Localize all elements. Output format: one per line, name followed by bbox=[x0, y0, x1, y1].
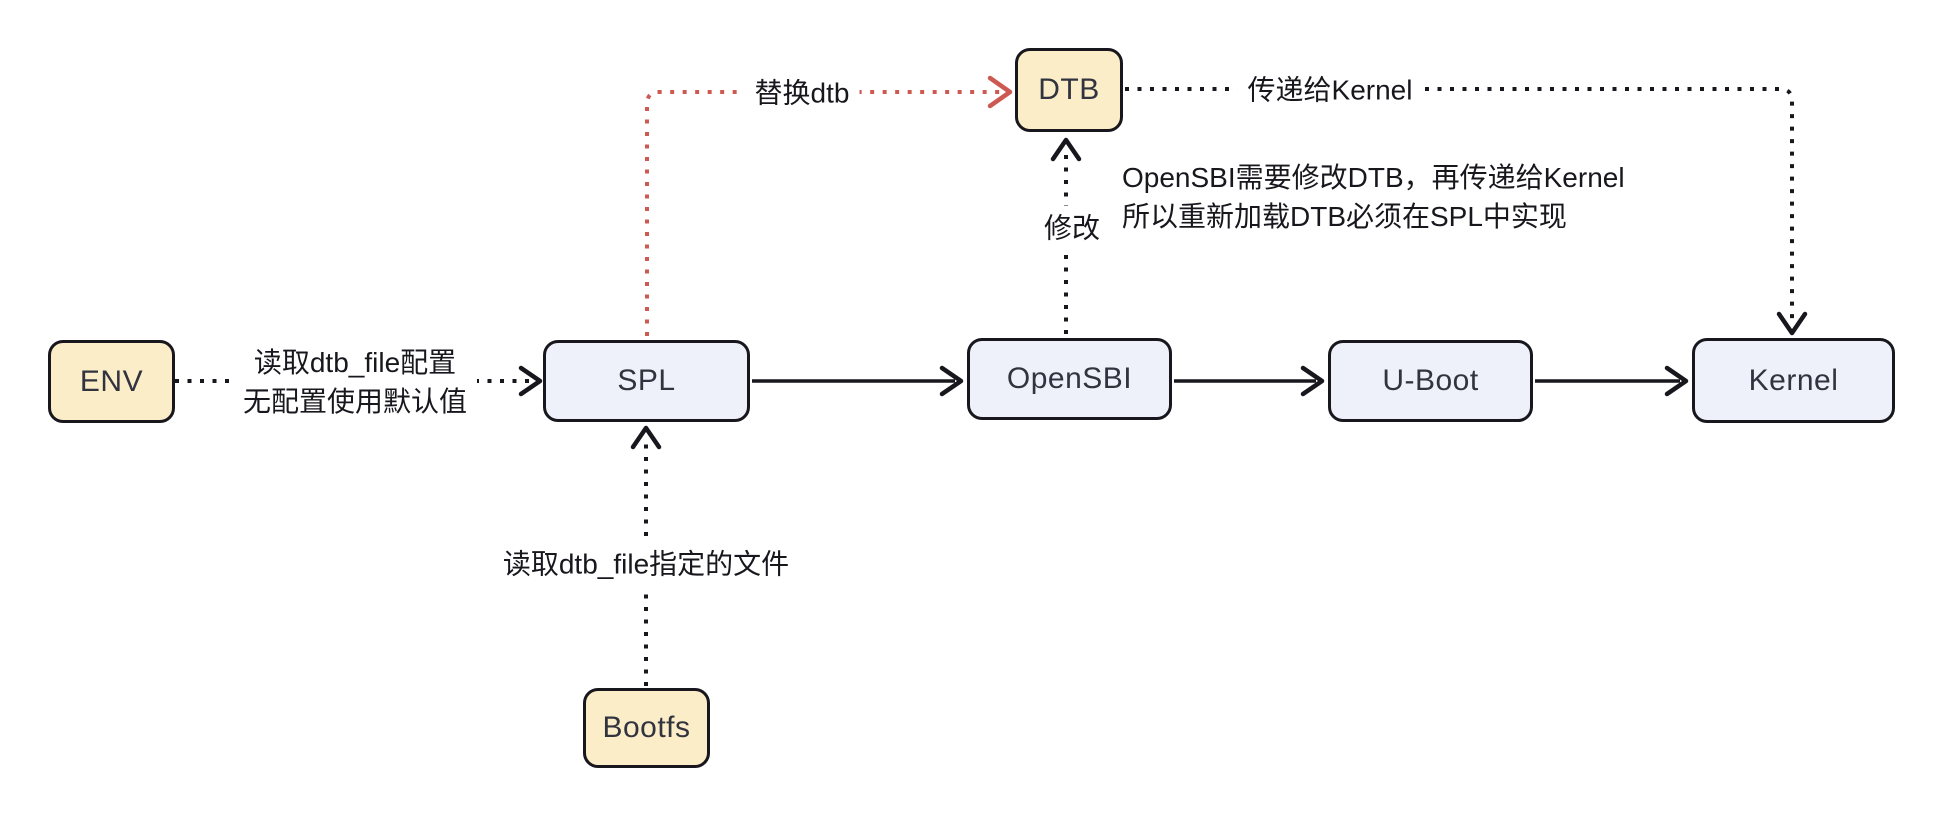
arrow-opensbi-to-dtb bbox=[1050, 137, 1082, 334]
node-opensbi: OpenSBI bbox=[967, 338, 1172, 420]
node-bootfs: Bootfs bbox=[583, 688, 710, 768]
edge-label-replace-dtb: 替换dtb bbox=[744, 70, 860, 116]
arrow-dtb-to-kernel bbox=[1125, 87, 1808, 336]
edge-label-read-dtb-file: 读取dtb_file指定的文件 bbox=[492, 541, 800, 587]
node-uboot: U-Boot bbox=[1328, 340, 1533, 422]
arrow-opensbi-to-uboot bbox=[1174, 365, 1325, 397]
node-spl: SPL bbox=[543, 340, 750, 422]
edge-label-env-spl-line2: 无配置使用默认值 bbox=[242, 386, 468, 417]
edge-label-pass-to-kernel: 传递给Kernel bbox=[1237, 67, 1423, 113]
annotation-line2: 所以重新加载DTB必须在SPL中实现 bbox=[1122, 201, 1567, 232]
edge-label-modify: 修改 bbox=[1033, 205, 1111, 251]
node-env: ENV bbox=[48, 340, 175, 423]
arrow-uboot-to-kernel bbox=[1535, 365, 1689, 397]
edge-label-env-spl: 读取dtb_file配置 无配置使用默认值 bbox=[232, 340, 478, 424]
edge-label-env-spl-line1: 读取dtb_file配置 bbox=[253, 347, 457, 378]
node-kernel: Kernel bbox=[1692, 338, 1895, 423]
arrow-spl-to-opensbi bbox=[752, 365, 964, 397]
node-dtb: DTB bbox=[1015, 48, 1123, 132]
annotation-note: OpenSBI需要修改DTB，再传递给Kernel 所以重新加载DTB必须在SP… bbox=[1122, 158, 1625, 236]
arrow-spl-to-dtb bbox=[645, 75, 1013, 336]
annotation-line1: OpenSBI需要修改DTB，再传递给Kernel bbox=[1122, 162, 1625, 193]
